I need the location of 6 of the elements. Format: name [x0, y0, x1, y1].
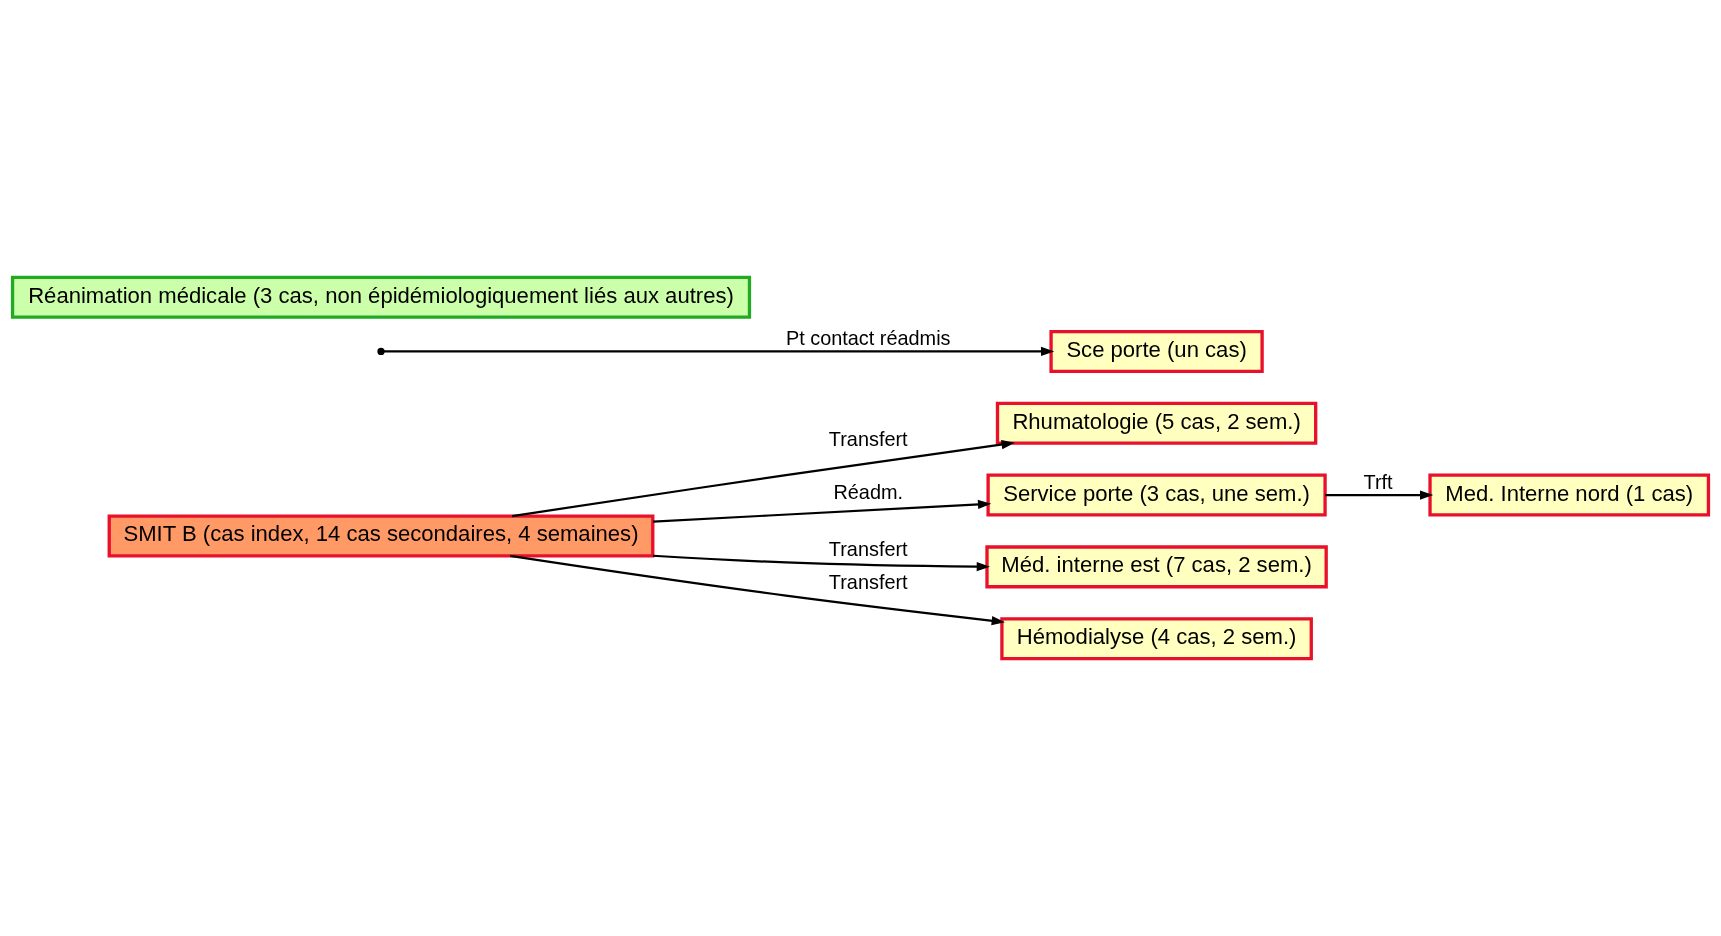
edge-label: Transfert	[828, 538, 908, 561]
edge-label: Trft	[1363, 470, 1393, 493]
edge-label: Transfert	[828, 427, 908, 450]
edge-label: Pt contact réadmis	[785, 327, 951, 350]
edge-label: Transfert	[828, 571, 908, 594]
edge-label: Réadm.	[833, 480, 904, 503]
